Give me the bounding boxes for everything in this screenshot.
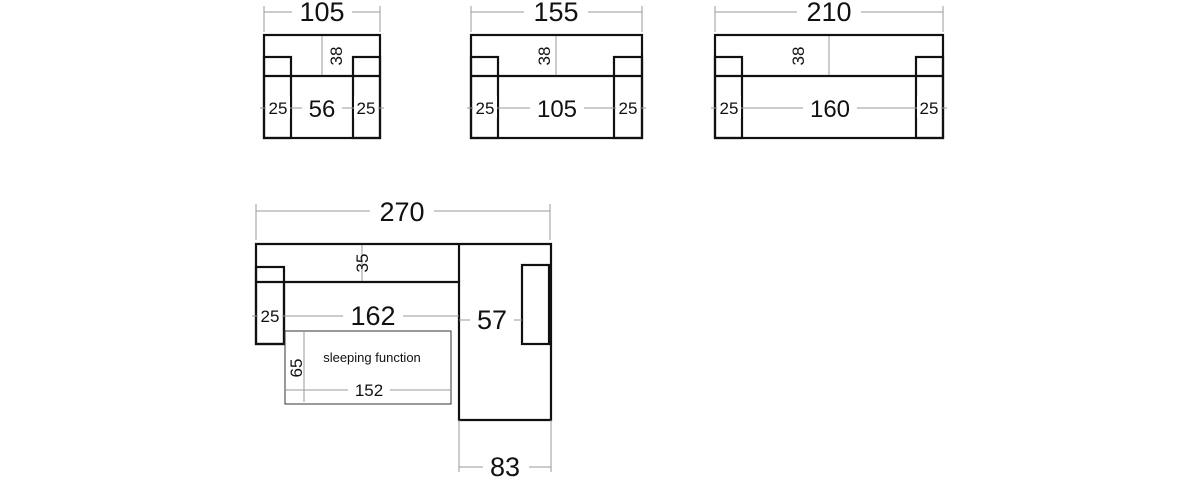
back-depth-label: 35 [353,254,372,273]
chaise-outer-width-label: 83 [490,452,520,480]
right-armrest [612,55,644,140]
seat-width-label: 56 [309,96,336,123]
sofa-105-unit: 105 38 25 25 56 [260,0,384,140]
overall-width-label: 270 [379,197,424,227]
corner-sofa-unit: 270 35 25 162 57 sleeping function 65 15… [252,197,553,480]
sleeping-width-label: 152 [355,381,383,400]
left-armrest-width-label: 25 [476,99,495,118]
chaise-armrest [520,263,551,346]
right-armrest-width-label: 25 [357,99,376,118]
chaise-width-label: 57 [477,305,507,335]
back-depth-label: 38 [535,47,554,66]
seat-width-label: 105 [537,96,577,123]
right-armrest [914,55,945,140]
right-armrest [351,55,382,140]
back-depth-label: 38 [789,47,808,66]
right-armrest-width-label: 25 [920,99,939,118]
sofa-155-unit: 155 38 25 25 105 [467,0,646,140]
left-armrest [469,55,500,140]
overall-width-label: 105 [299,0,344,27]
left-armrest-width-label: 25 [269,99,288,118]
overall-width-label: 155 [533,0,578,27]
left-armrest [254,265,286,346]
sleeping-area-outline [284,330,452,405]
left-armrest-width-label: 25 [261,307,280,326]
left-armrest [713,55,744,140]
left-armrest [262,55,293,140]
left-armrest-width-label: 25 [720,99,739,118]
seat-width-label: 162 [350,301,395,331]
right-armrest-width-label: 25 [619,99,638,118]
sleeping-area-label: sleeping function [323,350,421,365]
sofa-210-unit: 210 38 25 25 160 [711,0,947,140]
back-depth-label: 38 [327,47,346,66]
sleeping-depth-label: 65 [287,359,306,378]
overall-width-label: 210 [806,0,851,27]
seat-width-label: 160 [810,96,850,123]
